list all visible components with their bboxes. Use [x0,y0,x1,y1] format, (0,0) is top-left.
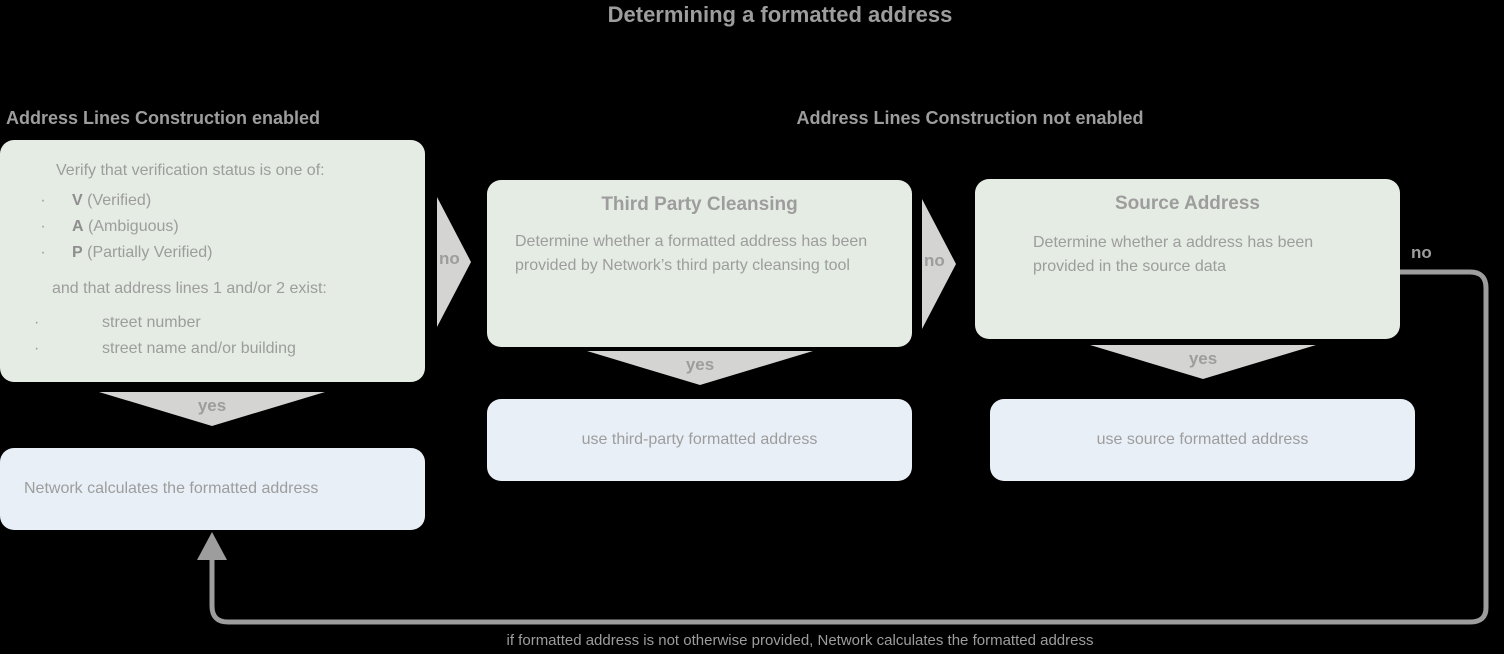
decision-box-title: Source Address [1114,193,1260,214]
bullet-icon: · [40,244,46,261]
address-line-label: street number [102,314,201,331]
criteria-intro: Verify that verification status is one o… [56,162,325,179]
criteria-second-intro: and that address lines 1 and/or 2 exist: [52,280,327,297]
page-title: Determining a formatted address [607,2,953,27]
status-code: V [72,192,83,209]
outcome-label: Network calculates the formatted address [24,480,319,497]
decision-box-third-party-cleansing[interactable]: Third Party Cleansing Determine whether … [487,180,912,347]
bullet-icon: · [34,314,40,331]
status-label: (Verified) [87,192,152,209]
list-item: · street number [14,310,411,336]
outcome-box-third-party[interactable]: use third-party formatted address [487,399,912,481]
yes-arrow-left: yes [99,392,325,432]
no-arrow-left-to-middle: no [437,197,477,327]
status-code: A [72,218,84,235]
column-header-address-lines-enabled: Address Lines Construction enabled [6,108,321,128]
criteria-box[interactable]: Verify that verification status is one o… [0,140,425,382]
no-arrow-label: no [439,249,460,268]
yes-arrow-right: yes [1090,345,1316,385]
no-arrow-label: no [924,251,945,270]
list-item: · street name and/or building [14,336,411,362]
no-arrow-label-right-exit: no [1411,243,1432,262]
decision-box-text: Determine whether a formatted address ha… [515,233,868,274]
no-arrow-middle-to-right: no [922,199,962,329]
yes-arrow-label: yes [1188,349,1218,368]
address-lines-list: · street number · street name and/or bui… [14,310,411,362]
bullet-icon: · [40,218,46,235]
yes-arrow-label: yes [685,355,715,374]
bullet-icon: · [34,340,40,357]
feedback-caption: if formatted address is not otherwise pr… [506,632,1094,649]
status-label: (Ambiguous) [88,218,179,235]
decision-box-text: Determine whether a address has been pro… [1033,234,1314,275]
address-line-label: street name and/or building [102,340,296,357]
column-header-address-lines-not-enabled: Address Lines Construction not enabled [796,108,1144,128]
outcome-box-network-calculates[interactable]: Network calculates the formatted address [0,448,425,530]
list-item: · V (Verified) [14,188,411,214]
outcome-label: use source formatted address [1096,431,1309,448]
outcome-label: use third-party formatted address [581,431,818,448]
yes-arrow-middle: yes [587,351,813,391]
arrow-up-icon [197,532,227,560]
list-item: · P (Partially Verified) [14,240,411,266]
decision-box-title: Third Party Cleansing [601,194,798,215]
decision-box-source-address[interactable]: Source Address Determine whether a addre… [975,179,1400,339]
outcome-box-source[interactable]: use source formatted address [990,399,1415,481]
verification-status-list: · V (Verified) · A (Ambiguous) · P (Part… [14,188,411,266]
yes-arrow-label: yes [197,396,227,415]
status-code: P [72,244,83,261]
status-label: (Partially Verified) [87,244,213,261]
list-item: · A (Ambiguous) [14,214,411,240]
bullet-icon: · [40,192,46,209]
